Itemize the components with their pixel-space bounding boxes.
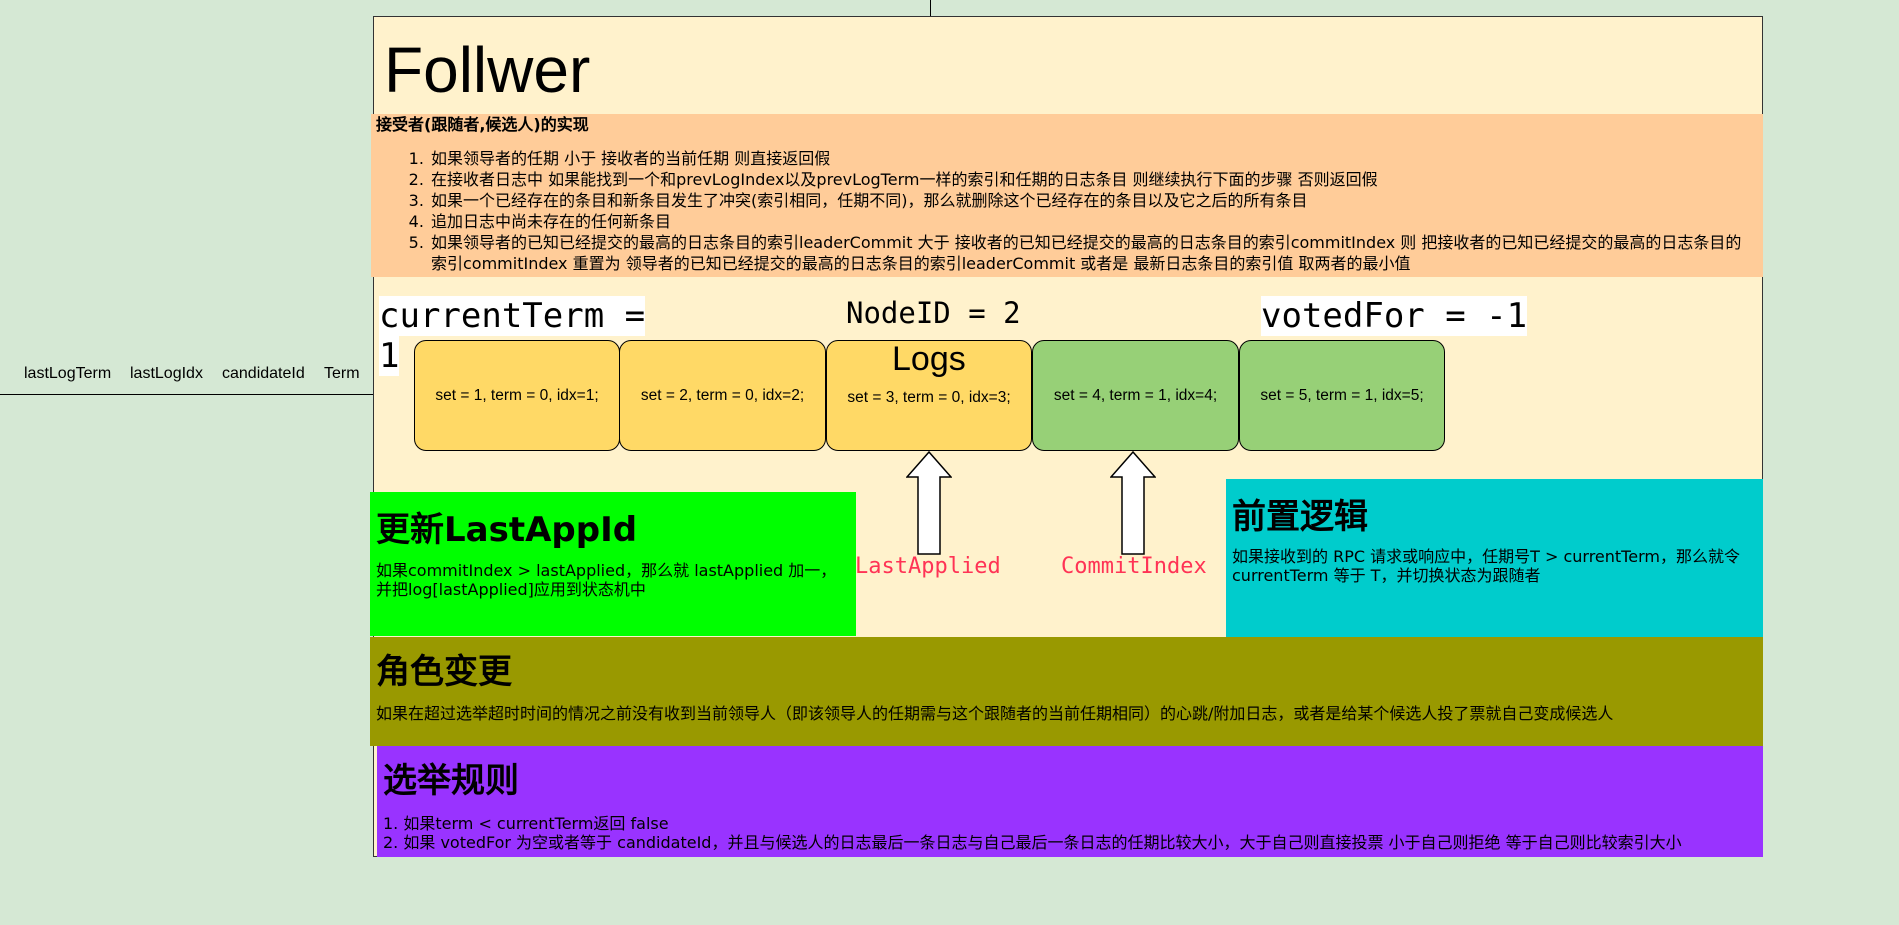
log-entry-2: set = 2, term = 0, idx=2; [619, 340, 826, 451]
receiver-rules-heading: 接受者(跟随者,候选人)的实现 [376, 115, 589, 134]
log-entry-4: set = 4, term = 1, idx=4; [1032, 340, 1239, 451]
rule-item: 如果一个已经存在的条目和新条目发生了冲突(索引相同，任期不同)，那么就删除这个已… [429, 190, 1757, 211]
logs-title: Logs [892, 340, 966, 378]
role-change-text: 如果在超过选举超时时间的情况之前没有收到当前领导人（即该领导人的任期需与这个跟随… [376, 704, 1614, 723]
commit-index-arrow-icon [1110, 451, 1156, 555]
update-last-applied-text: 如果commitIndex > lastApplied，那么就 lastAppl… [376, 561, 837, 599]
top-connector-line [930, 0, 931, 17]
precondition-heading: 前置逻辑 [1232, 497, 1368, 537]
election-rule-1: 1. 如果term < currentTerm返回 false [383, 814, 669, 833]
log-entry-5: set = 5, term = 1, idx=5; [1239, 340, 1445, 451]
follower-title: Follwer [384, 34, 591, 106]
precondition-text: 如果接收到的 RPC 请求或响应中，任期号T > currentTerm，那么就… [1232, 547, 1740, 585]
voted-for-label: votedFor = -1 [1261, 296, 1528, 336]
log-entry-1: set = 1, term = 0, idx=1; [414, 340, 620, 451]
role-change-box: 角色变更 如果在超过选举超时时间的情况之前没有收到当前领导人（即该领导人的任期需… [370, 637, 1763, 746]
last-applied-label: LastApplied [855, 554, 1001, 579]
receiver-rules-box: 如果领导者的任期 小于 接收者的当前任期 则直接返回假 在接收者日志中 如果能找… [371, 114, 1763, 277]
precondition-box: 前置逻辑 如果接收到的 RPC 请求或响应中，任期号T > currentTer… [1226, 479, 1763, 637]
param-last-log-term: lastLogTerm [24, 365, 112, 382]
request-connector-line [0, 394, 374, 395]
rule-item: 在接收者日志中 如果能找到一个和prevLogIndex以及prevLogTer… [429, 169, 1757, 190]
rule-item: 如果领导者的任期 小于 接收者的当前任期 则直接返回假 [429, 148, 1757, 169]
update-last-applied-box: 更新LastAppId 如果commitIndex > lastApplied，… [370, 492, 856, 636]
election-rules-box: 选举规则 1. 如果term < currentTerm返回 false 2. … [377, 746, 1763, 857]
rule-item: 如果领导者的已知已经提交的最高的日志条目的索引leaderCommit 大于 接… [429, 232, 1757, 274]
param-term: Term [324, 365, 360, 382]
receiver-rules-list: 如果领导者的任期 小于 接收者的当前任期 则直接返回假 在接收者日志中 如果能找… [371, 148, 1763, 274]
election-rule-2: 2. 如果 votedFor 为空或者等于 candidateId，并且与候选人… [383, 833, 1682, 852]
param-last-log-idx: lastLogIdx [130, 365, 203, 382]
current-term-text: currentTerm = [379, 296, 646, 336]
rule-item: 追加日志中尚未存在的任何新条目 [429, 211, 1757, 232]
role-change-heading: 角色变更 [376, 652, 512, 692]
node-id-label: NodeID = 2 [846, 296, 1021, 330]
current-term-value: 1 [379, 336, 400, 376]
param-candidate-id: candidateId [222, 365, 305, 382]
log-entry-3: set = 3, term = 0, idx=3; [826, 340, 1032, 451]
election-rules-heading: 选举规则 [383, 761, 519, 801]
update-last-applied-heading: 更新LastAppId [376, 510, 638, 550]
last-applied-arrow-icon [906, 451, 952, 555]
commit-index-label: CommitIndex [1061, 554, 1207, 579]
current-term-label: currentTerm = 1 [379, 296, 646, 376]
